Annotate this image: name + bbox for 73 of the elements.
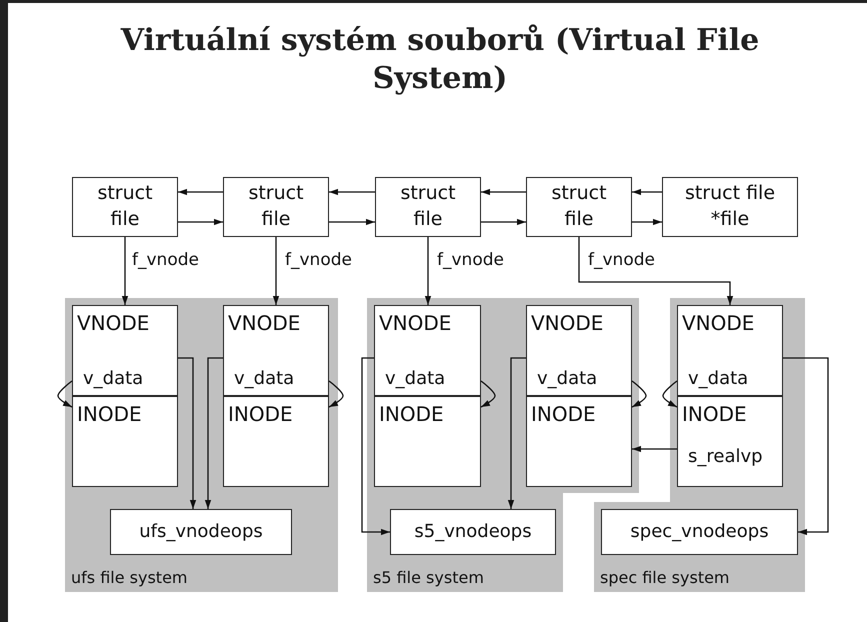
- inode-box: [374, 396, 481, 487]
- box-title: VNODE: [77, 312, 150, 334]
- struct-box: [526, 177, 632, 237]
- field-label: s_realvp: [688, 447, 763, 467]
- vnode-box: [374, 305, 481, 396]
- arrow: [178, 357, 196, 509]
- arrow: [662, 380, 678, 408]
- box-label: struct file: [247, 181, 305, 232]
- region-label: s5 file system: [373, 569, 484, 587]
- inode-box: [72, 396, 178, 487]
- box-label: struct file *file: [684, 181, 776, 232]
- field-label: v_data: [83, 369, 144, 389]
- field-label: v_data: [385, 369, 446, 389]
- arrow: [424, 237, 432, 305]
- arrow: [783, 357, 829, 536]
- arrow: [632, 446, 677, 452]
- arrow: [632, 218, 662, 226]
- box-label: struct file: [399, 181, 457, 232]
- arrow: [57, 380, 72, 408]
- box-title: VNODE: [682, 312, 754, 334]
- arrow: [204, 357, 223, 509]
- box-label: struct file: [96, 181, 154, 232]
- arrow: [272, 237, 280, 305]
- region-label: ufs file system: [71, 569, 188, 587]
- vnode-box: [526, 305, 632, 396]
- arrow: [329, 218, 375, 226]
- arrow: [178, 188, 223, 196]
- edge-label: f_vnode: [284, 251, 353, 270]
- arrow: [578, 237, 734, 305]
- struct-box: [662, 177, 798, 237]
- box-label: ufs_vnodeops: [139, 520, 263, 544]
- box-title: VNODE: [228, 312, 300, 334]
- edge-label: f_vnode: [436, 251, 505, 270]
- box-label: spec_vnodeops: [630, 520, 769, 544]
- field-label: v_data: [537, 369, 598, 389]
- field-label: v_data: [688, 369, 748, 389]
- slide-title: Virtuální systém souborů (Virtual File System): [120, 22, 760, 97]
- arrow: [481, 188, 526, 196]
- inode-box: [223, 396, 329, 487]
- box-title: INODE: [531, 403, 596, 425]
- struct-box: [375, 177, 481, 237]
- box-label: s5_vnodeops: [414, 520, 532, 544]
- arrow: [508, 357, 526, 509]
- struct-box: [72, 177, 178, 237]
- box-label: struct file: [550, 181, 608, 232]
- inode-box: [677, 396, 783, 487]
- arrow: [481, 218, 526, 226]
- file-system-region: [65, 298, 338, 592]
- operations-box: [110, 509, 292, 555]
- arrow: [122, 237, 128, 305]
- box-title: INODE: [228, 403, 293, 425]
- arrow: [361, 357, 390, 536]
- operations-box: [601, 509, 798, 555]
- arrow: [178, 218, 223, 226]
- box-title: VNODE: [379, 312, 452, 334]
- vnode-box: [223, 305, 329, 396]
- box-title: INODE: [682, 403, 747, 425]
- inode-box: [526, 396, 632, 487]
- box-title: INODE: [77, 403, 142, 425]
- arrow: [329, 188, 375, 196]
- arrow: [480, 380, 496, 408]
- edge-label: f_vnode: [131, 251, 200, 270]
- struct-box: [223, 177, 329, 237]
- vnode-box: [72, 305, 178, 396]
- operations-box: [390, 509, 556, 555]
- region-label: spec file system: [600, 569, 730, 587]
- arrow: [632, 188, 662, 196]
- box-title: VNODE: [531, 312, 604, 334]
- edge-label: f_vnode: [587, 251, 656, 270]
- field-label: v_data: [234, 369, 294, 389]
- vnode-box: [677, 305, 783, 396]
- arrow: [632, 380, 647, 408]
- box-title: INODE: [379, 403, 444, 425]
